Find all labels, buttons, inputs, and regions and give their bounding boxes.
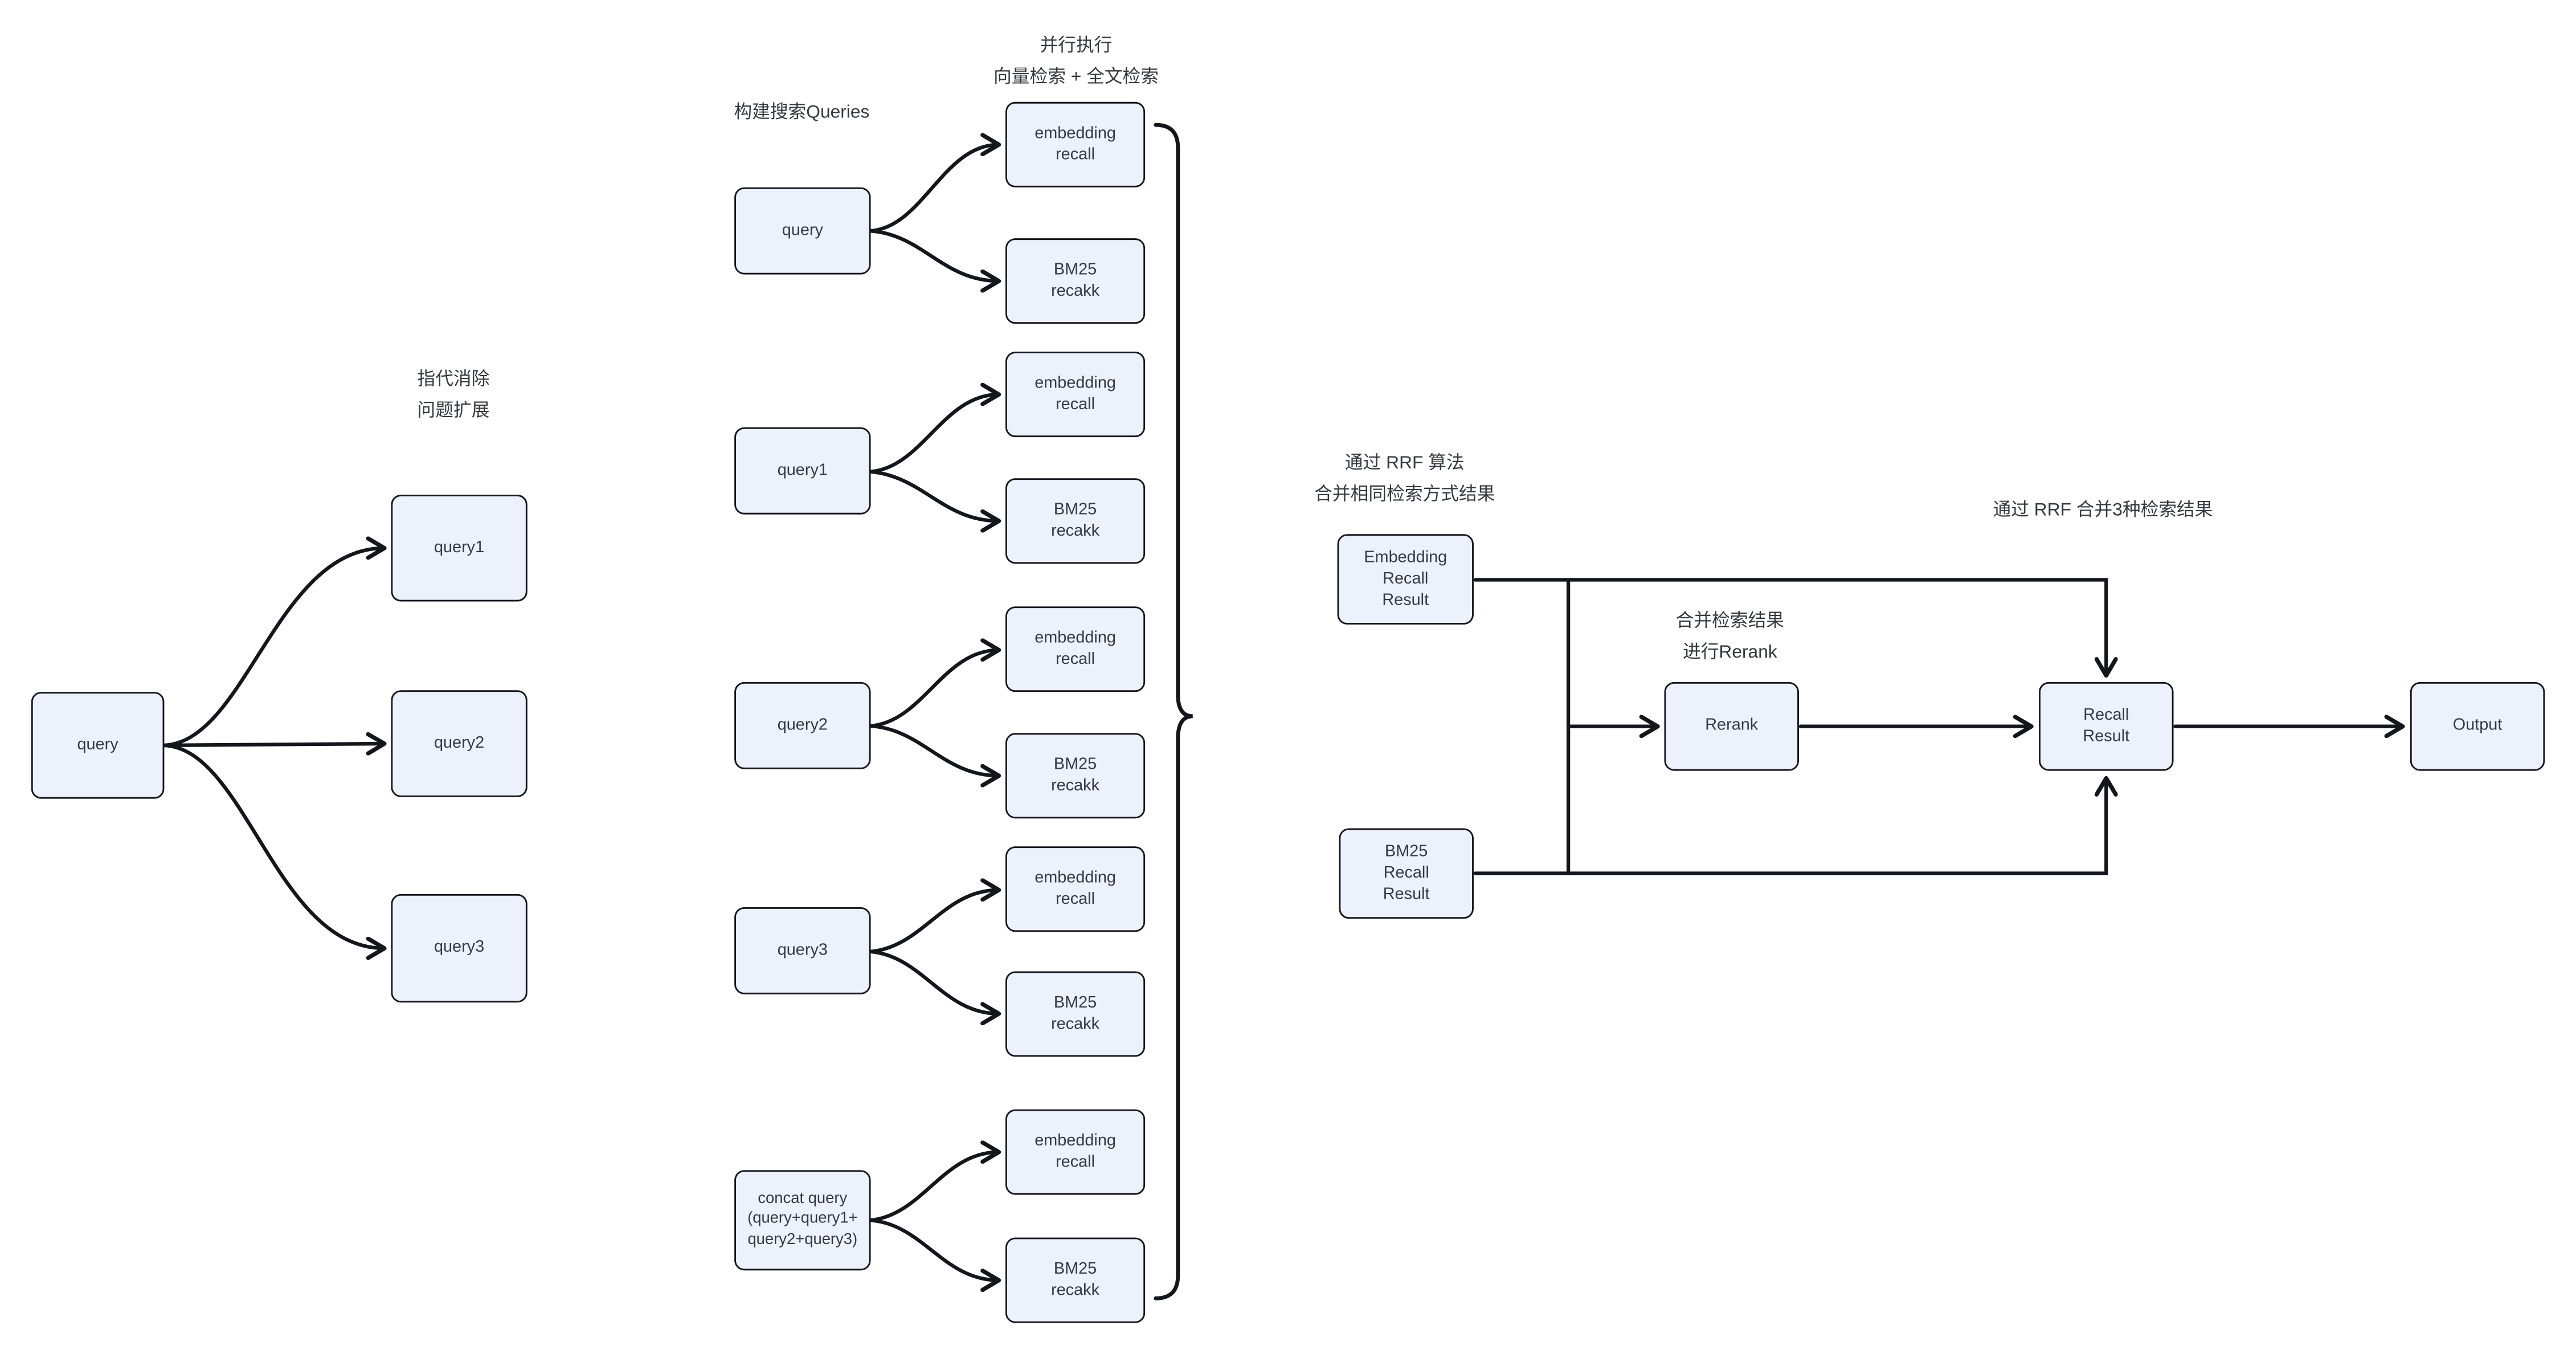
node-expanded-query3: query3 xyxy=(391,894,528,1003)
node-bm25-recall-5: BM25 recakk xyxy=(1005,1237,1146,1323)
node-search-query3: query3 xyxy=(734,907,871,994)
node-expanded-query1: query1 xyxy=(391,495,528,602)
edge-g3-embedding xyxy=(869,650,999,728)
edge-g4-bm25 xyxy=(869,949,999,1014)
edge-bm25result-to-recallresult-bottom xyxy=(1473,778,2106,875)
node-bm25-recall-3: BM25 recakk xyxy=(1005,733,1146,819)
node-bm25-recall-1: BM25 recakk xyxy=(1005,238,1146,324)
edge-g4-embedding xyxy=(869,890,999,954)
node-bm25-recall-2: BM25 recakk xyxy=(1005,478,1146,564)
node-embedding-recall-2: embedding recall xyxy=(1005,352,1146,438)
edge-g1-bm25 xyxy=(869,229,999,281)
node-recall-result: Recall Result xyxy=(2039,682,2174,771)
node-bm25-recall-result: BM25 Recall Result xyxy=(1339,828,1474,919)
edge-g5-embedding xyxy=(869,1152,999,1222)
node-embedding-recall-4: embedding recall xyxy=(1005,846,1146,932)
node-search-query2: query2 xyxy=(734,682,871,769)
label-build-queries: 构建搜索Queries xyxy=(734,103,870,123)
node-concat-query: concat query (query+query1+ query2+query… xyxy=(734,1170,871,1271)
label-parallel-exec: 并行执行 向量检索 + 全文检索 xyxy=(993,36,1159,87)
node-source-query: query xyxy=(31,692,165,799)
edge-g2-bm25 xyxy=(869,470,999,521)
edge-g2-embedding xyxy=(869,394,999,474)
node-output: Output xyxy=(2410,682,2545,771)
edge-query-to-query3 xyxy=(162,743,384,948)
label-coref-expand: 指代消除 问题扩展 xyxy=(417,370,490,421)
node-embedding-recall-1: embedding recall xyxy=(1005,101,1146,187)
label-rrf-merge-three: 通过 RRF 合并3种检索结果 xyxy=(1993,500,2213,520)
node-search-query1: query1 xyxy=(734,427,871,515)
node-search-query: query xyxy=(734,187,871,275)
edge-g3-bm25 xyxy=(869,724,999,776)
node-embedding-recall-result: Embedding Recall Result xyxy=(1337,534,1474,625)
label-rrf-merge-same: 通过 RRF 算法 合并相同检索方式结果 xyxy=(1314,454,1495,505)
edge-embresult-to-recallresult-top xyxy=(1473,578,2106,675)
node-embedding-recall-3: embedding recall xyxy=(1005,606,1146,692)
node-expanded-query2: query2 xyxy=(391,690,528,797)
edge-g1-embedding xyxy=(869,145,999,233)
edge-g5-bm25 xyxy=(869,1218,999,1280)
brace-parallel-group xyxy=(1154,123,1193,1300)
node-embedding-recall-5: embedding recall xyxy=(1005,1109,1146,1195)
node-rerank: Rerank xyxy=(1664,682,1799,771)
edge-query-to-query2 xyxy=(162,744,384,745)
node-bm25-recall-4: BM25 recakk xyxy=(1005,971,1146,1057)
edge-query-to-query1 xyxy=(162,548,384,748)
label-rerank-note: 合并检索结果 进行Rerank xyxy=(1675,611,1785,663)
